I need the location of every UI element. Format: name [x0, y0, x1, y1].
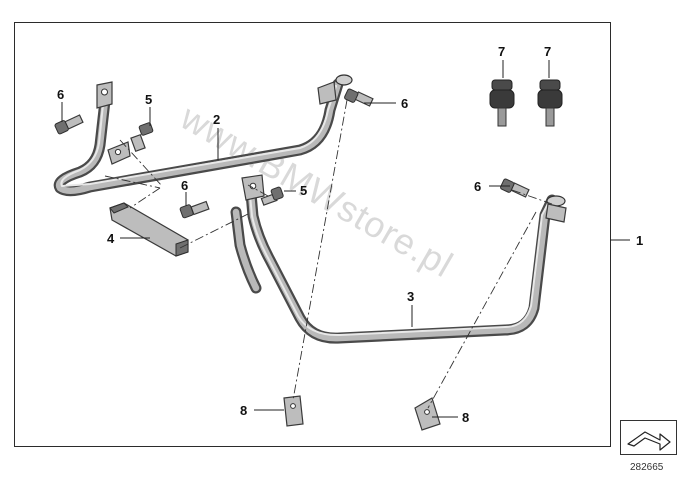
part-7-mount-left	[489, 79, 515, 127]
callout-5-top: 5	[145, 92, 152, 107]
part-2-upper-frame	[53, 74, 353, 197]
callout-6-top-right: 6	[401, 96, 408, 111]
callout-8-right: 8	[462, 410, 469, 425]
part-6-screw-middle	[179, 200, 210, 219]
callout-7-left: 7	[498, 44, 505, 59]
callout-8-left: 8	[240, 403, 247, 418]
callout-4: 4	[107, 231, 115, 246]
callout-5-middle: 5	[300, 183, 307, 198]
callout-2: 2	[213, 112, 220, 127]
part-6-screw-left	[54, 114, 84, 135]
callout-6-middle: 6	[181, 178, 188, 193]
leader-lines	[61, 60, 630, 418]
document-number: 282665	[630, 462, 664, 473]
callout-6-top-left: 6	[57, 87, 64, 102]
part-8-clip-left	[283, 395, 304, 427]
callout-7-right: 7	[544, 44, 551, 59]
part-4-plate	[109, 202, 189, 257]
part-5-bolt-upper	[130, 122, 154, 153]
direction-arrow-icon[interactable]	[620, 420, 677, 455]
part-6-screw-right	[500, 178, 530, 198]
part-7-mount-right	[537, 79, 563, 127]
assembly-lines	[104, 99, 553, 409]
diagram-frame	[14, 22, 611, 447]
part-5-bolt-lower	[260, 186, 284, 206]
part-8-clip-right	[414, 397, 441, 431]
callout-1: 1	[636, 233, 643, 248]
callout-3: 3	[407, 289, 414, 304]
callout-6-right: 6	[474, 179, 481, 194]
